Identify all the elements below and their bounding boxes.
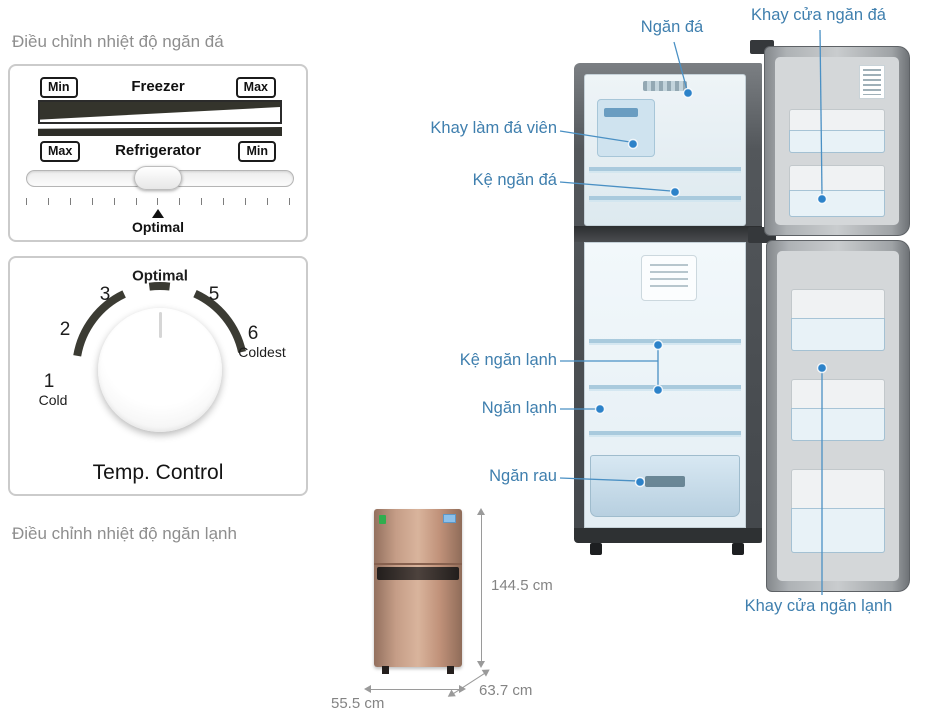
energy-label-icon (379, 515, 386, 524)
freezer-scale-label: Freezer (131, 78, 185, 95)
cabinet-base (574, 528, 762, 543)
fridge-door-bin-1-front (791, 318, 885, 351)
freezer-shelf-1 (589, 167, 741, 171)
dial-number-1: 1 (43, 371, 55, 392)
callout-khay-lam-da-vien: Khay làm đá viên (430, 119, 557, 137)
callout-ke-ngan-lanh: Kệ ngăn lạnh (459, 351, 557, 369)
freezer-wedge-box (38, 100, 282, 124)
freezer-max-chip: Max (235, 77, 276, 98)
temperature-slider-thumb (134, 166, 182, 190)
temp-control-title: Temp. Control (92, 461, 224, 484)
dial-coldest-label: Coldest (238, 344, 286, 360)
fridge-adjust-title: Điều chỉnh nhiệt độ ngăn lạnh (12, 524, 237, 543)
depth-dimension-label: 63.7 cm (479, 682, 533, 699)
temp-control-knob (98, 308, 222, 432)
freezer-door-bin-2-front (789, 189, 885, 217)
freezer-door-bin-1 (789, 109, 885, 153)
fridge-interior (584, 242, 746, 528)
fridge-door-bottle-bin-front (791, 507, 885, 553)
height-dimension-label: 144.5 cm (491, 577, 553, 594)
vegetable-drawer (590, 455, 740, 517)
thumbnail-foot-right (447, 666, 454, 674)
cabinet-divider (574, 226, 762, 242)
dial-optimal-label: Optimal (132, 267, 188, 285)
ice-tray-label-sticker (604, 108, 638, 117)
height-dimension-line (477, 508, 485, 668)
fridge-shelf-2 (589, 385, 741, 389)
callout-ngan-da: Ngăn đá (640, 18, 704, 36)
fridge-foot-left (590, 543, 602, 555)
freezer-door-bin-2 (789, 165, 885, 217)
dial-cold-label: Cold (38, 392, 68, 408)
fridge-door-bin-2-front (791, 408, 885, 441)
thumbnail-display-band (377, 567, 459, 580)
knob-indicator-mark (158, 312, 162, 338)
refrigerator-wedge-bar (38, 127, 282, 136)
thumbnail-door-split (374, 563, 462, 565)
callout-khay-cua-ngan-lanh: Khay cửa ngăn lạnh (744, 597, 893, 615)
fridge-thumbnail (374, 509, 462, 674)
freezer-adjust-title: Điều chỉnh nhiệt độ ngăn đá (12, 32, 224, 51)
optimal-pointer-icon (152, 209, 164, 218)
slider-optimal-label: Optimal (131, 219, 185, 235)
freezer-vent-icon (643, 81, 687, 91)
fridge-door-bottle-bin (791, 469, 885, 553)
dial-arc-scale (72, 282, 248, 458)
dial-control-panel: Optimal 3 5 2 6 Coldest 1 Cold Temp. Con… (8, 256, 308, 496)
freezer-min-chip: Min (40, 77, 78, 98)
refrigerator-max-chip: Max (40, 141, 81, 162)
fridge-foot-right (732, 543, 744, 555)
fridge-shelf-3 (589, 431, 741, 435)
slider-tick-scale (26, 198, 290, 205)
spec-sticker-text (863, 69, 881, 95)
fridge-door-bin-2 (791, 379, 885, 441)
drawer-label-sticker (645, 476, 685, 487)
fridge-door-liner (777, 251, 899, 581)
dial-number-6: 6 (247, 323, 259, 344)
control-panel-markings (650, 264, 688, 292)
callout-ngan-rau: Ngăn rau (489, 467, 557, 485)
callout-ngan-lanh: Ngăn lạnh (481, 399, 557, 417)
refrigerator-scale-label: Refrigerator (115, 142, 201, 159)
brand-label-icon (443, 514, 456, 523)
ice-cube-tray (597, 99, 655, 157)
fridge-door-open (766, 240, 910, 592)
dial-number-5: 5 (208, 284, 220, 305)
refrigerator-min-chip: Min (238, 141, 276, 162)
width-dimension-line (364, 685, 466, 693)
freezer-door-open (764, 46, 910, 236)
callout-khay-cua-ngan-da: Khay cửa ngăn đá (751, 6, 886, 24)
dial-number-2: 2 (59, 319, 71, 340)
freezer-shelf-2 (589, 196, 741, 200)
fridge-door-bin-1 (791, 289, 885, 351)
fridge-shelf-1 (589, 339, 741, 343)
freezer-door-liner (775, 57, 899, 225)
freezer-wedge (40, 102, 280, 120)
slider-control-panel: Min Freezer Max Max Refrigerator Min Opt… (8, 64, 308, 242)
callout-ke-ngan-da: Kệ ngăn đá (472, 171, 557, 189)
interior-control-panel (641, 255, 697, 301)
dial-number-3: 3 (99, 284, 111, 305)
width-dimension-label: 55.5 cm (331, 695, 385, 712)
thumbnail-foot-left (382, 666, 389, 674)
freezer-interior (584, 74, 746, 226)
spec-sticker (859, 65, 885, 99)
freezer-door-bin-1-front (789, 129, 885, 153)
